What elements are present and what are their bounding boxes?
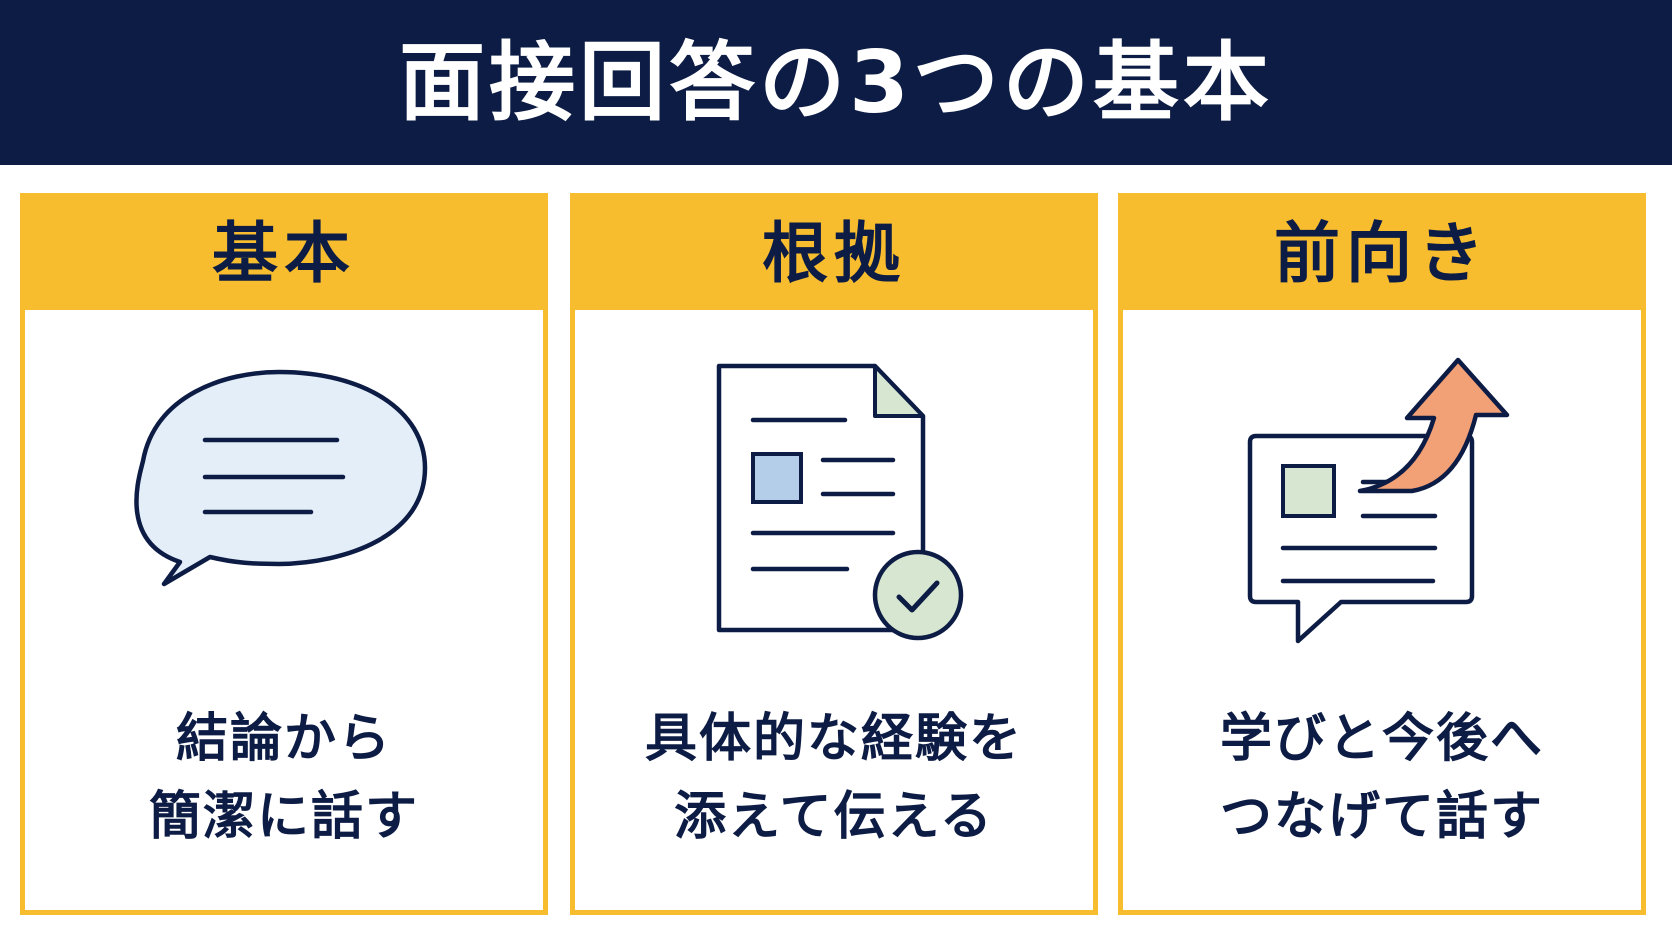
- caption-line: 簡潔に話す: [148, 787, 419, 847]
- speech-bubble-icon: [25, 323, 543, 663]
- caption-line: 学びと今後へ: [1219, 709, 1544, 769]
- title-bar: 面接回答の3つの基本: [0, 0, 1672, 165]
- card-header: 前向き: [1123, 198, 1641, 310]
- card-caption: 具体的な経験を 添えて伝える: [575, 700, 1093, 856]
- caption-line: 具体的な経験を: [644, 709, 1023, 769]
- growth-arrow-icon: [1123, 323, 1641, 663]
- card-heading: 根拠: [762, 215, 906, 292]
- card-heading: 基本: [212, 215, 356, 292]
- card-caption: 学びと今後へ つなげて話す: [1123, 700, 1641, 856]
- caption-line: 添えて伝える: [674, 787, 994, 847]
- card-basic: 基本 結論から 簡潔に話す: [20, 193, 548, 915]
- card-positive: 前向き 学びと今後へ つなげて話す: [1118, 193, 1646, 915]
- card-evidence: 根拠 具体的な経験を 添えて伝える: [570, 193, 1098, 915]
- caption-line: つなげて話す: [1219, 787, 1544, 847]
- card-heading: 前向き: [1274, 215, 1490, 292]
- card-header: 根拠: [575, 198, 1093, 310]
- card-header: 基本: [25, 198, 543, 310]
- document-check-icon: [575, 323, 1093, 663]
- caption-line: 結論から: [175, 709, 392, 769]
- card-caption: 結論から 簡潔に話す: [25, 700, 543, 856]
- page-title: 面接回答の3つの基本: [399, 32, 1273, 133]
